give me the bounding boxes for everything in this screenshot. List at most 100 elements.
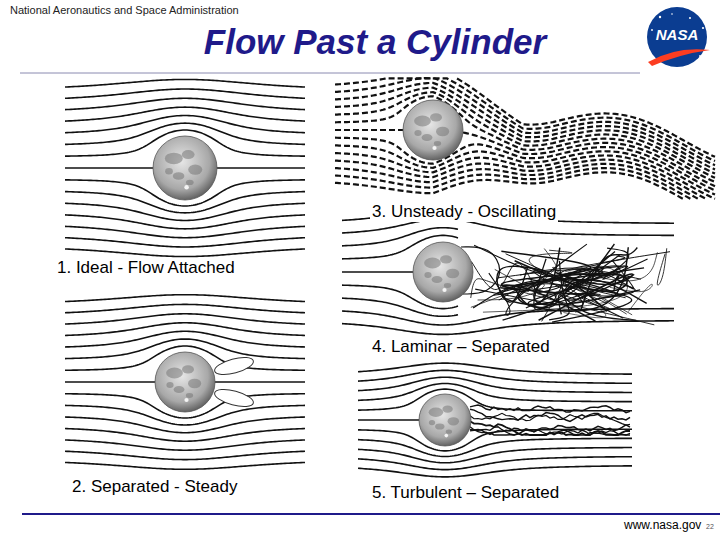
streamline <box>217 167 305 169</box>
streamline <box>342 321 674 335</box>
moon-mare <box>414 130 421 136</box>
panel-caption: 2. Separated - Steady <box>70 477 239 497</box>
moon-mare <box>448 417 459 425</box>
moon-crater <box>184 398 188 402</box>
moon-mare <box>188 164 202 174</box>
streamline <box>65 314 305 324</box>
streamline <box>65 429 305 442</box>
streamline <box>358 466 632 477</box>
streak-line <box>335 164 699 199</box>
turbulent-wake <box>470 421 630 435</box>
moon-mare <box>186 393 193 398</box>
streamline <box>358 457 632 470</box>
streak-line <box>457 78 715 156</box>
cylinder-disc <box>413 242 473 302</box>
logo-star <box>689 17 691 19</box>
slide-title: Flow Past a Cylinder <box>155 22 595 62</box>
streamline <box>65 215 305 229</box>
moon-crater <box>432 146 436 150</box>
wake-line <box>581 248 637 310</box>
streak-line <box>335 78 715 165</box>
moon-mare <box>424 258 441 269</box>
separation-bubble <box>213 386 255 410</box>
streak-line <box>335 153 715 199</box>
moon-mare <box>165 153 183 165</box>
streamline <box>358 419 419 421</box>
logo-star <box>699 55 701 57</box>
moon-crater <box>444 434 448 438</box>
streak-line <box>335 88 715 174</box>
page-number: 22 <box>704 523 716 531</box>
panel-caption: 5. Turbulent – Separated <box>370 483 561 503</box>
cylinder <box>419 394 471 446</box>
wake-line <box>603 248 648 279</box>
streak-line <box>335 168 691 199</box>
cylinder-disc <box>153 136 217 200</box>
moon-mare <box>436 127 449 137</box>
moon-mare <box>435 423 444 429</box>
streamline <box>65 304 305 312</box>
streamline <box>358 448 632 463</box>
streamline <box>65 451 305 459</box>
cylinder-disc <box>419 394 471 446</box>
streamline <box>65 381 155 383</box>
moon-mare <box>429 420 435 425</box>
moon-mare <box>182 365 194 373</box>
streamline <box>65 167 153 169</box>
cylinder-disc <box>403 100 463 160</box>
streamline <box>65 323 305 336</box>
streamline <box>65 79 305 87</box>
nasa-logo <box>647 7 710 67</box>
logo-star <box>671 13 673 15</box>
moon-mare <box>186 180 194 185</box>
streak-line <box>335 160 707 200</box>
logo-star <box>702 27 704 29</box>
moon-crater <box>184 185 188 189</box>
panel-caption: 1. Ideal - Flow Attached <box>55 258 237 278</box>
streamline <box>65 462 305 469</box>
separation-bubble <box>213 354 255 378</box>
moon-crater <box>442 288 446 292</box>
moon-mare <box>430 113 442 121</box>
moon-mare <box>429 408 444 417</box>
wake-line <box>657 248 666 285</box>
moon-mare <box>188 379 201 389</box>
moon-mare <box>434 141 441 146</box>
footer-url: www.nasa.gov <box>622 519 703 533</box>
wake-line <box>502 244 615 304</box>
moon-mare <box>446 269 459 279</box>
streamline <box>65 249 305 257</box>
streamline <box>358 377 632 392</box>
moon-mare <box>440 255 452 263</box>
streamline <box>65 238 305 247</box>
streamline <box>65 107 305 121</box>
cylinder <box>155 352 215 412</box>
moon-mare <box>432 276 443 283</box>
wake-line <box>537 260 602 295</box>
wake-line <box>502 268 644 321</box>
streamline <box>342 271 413 273</box>
turbulent-wake <box>470 425 630 435</box>
cylinder <box>413 242 473 302</box>
moon-mare <box>424 272 431 278</box>
turbulent-wake <box>470 427 630 435</box>
streak-line <box>335 129 403 131</box>
moon-mare <box>165 168 173 174</box>
moon-mare <box>174 386 185 393</box>
streamline <box>65 98 305 109</box>
logo-star <box>659 16 661 18</box>
moon-mare <box>444 283 451 288</box>
panel-caption: 3. Unsteady - Oscillating <box>370 202 558 222</box>
title-rule <box>20 73 640 74</box>
turbulent-wake <box>470 405 630 413</box>
streamline <box>65 226 305 237</box>
cylinder <box>403 100 463 160</box>
turbulent-wake <box>470 413 630 425</box>
moon-mare <box>173 172 185 180</box>
wake-line <box>471 284 545 307</box>
moon-mare <box>414 116 431 127</box>
wake-line <box>475 289 600 306</box>
moon-mare <box>446 430 452 434</box>
streak-line <box>335 78 715 161</box>
